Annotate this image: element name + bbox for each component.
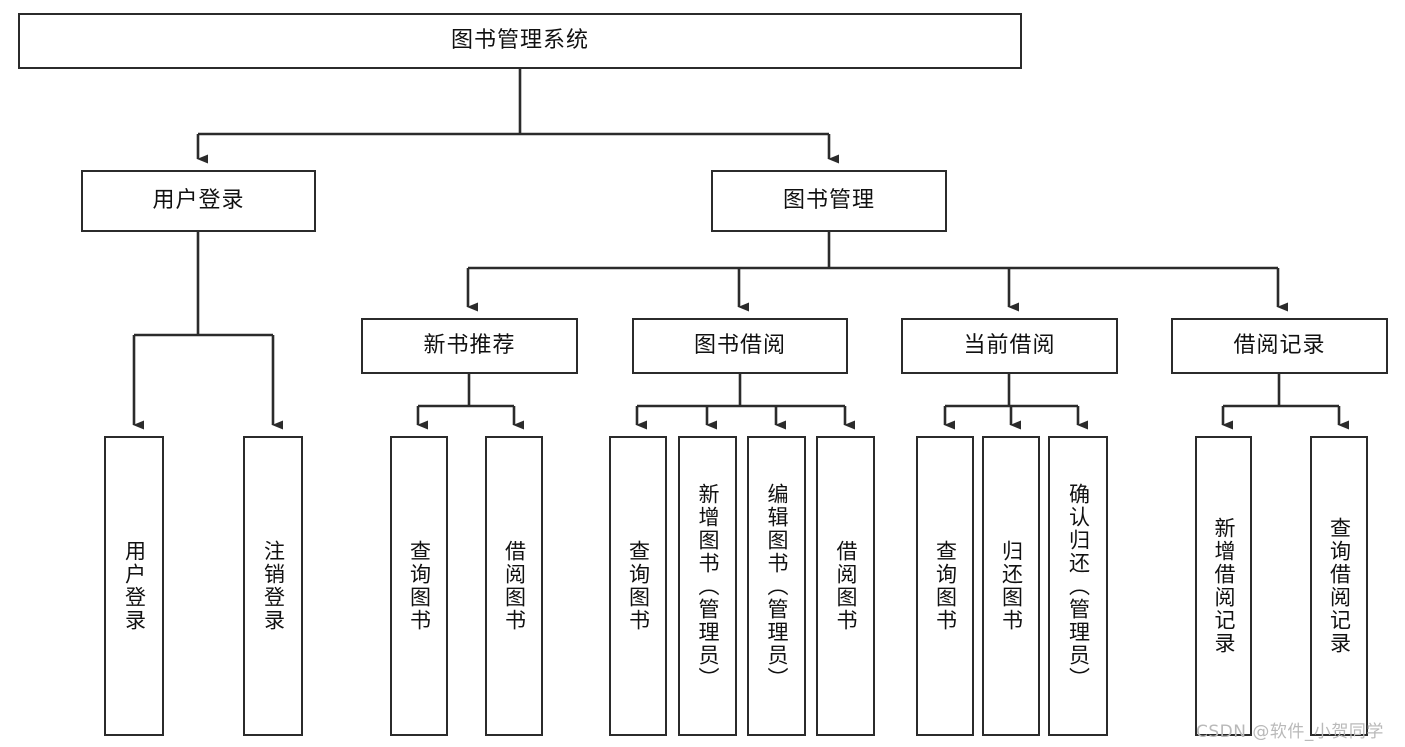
node-leaf-logout-label: 注销登录 [261, 540, 286, 632]
node-current-borrow[interactable]: 当前借阅 [901, 318, 1118, 374]
node-leaf-confirm-return[interactable]: 确认归还（管理员） [1048, 436, 1108, 736]
node-root-label: 图书管理系统 [450, 27, 589, 53]
node-leaf-query-book-1[interactable]: 查询图书 [390, 436, 448, 736]
node-leaf-query-record[interactable]: 查询借阅记录 [1310, 436, 1368, 736]
node-leaf-user-login-label: 用户登录 [122, 540, 147, 632]
node-borrow-record-label: 借阅记录 [1233, 332, 1326, 358]
node-leaf-query-book-2-label: 查询图书 [626, 540, 651, 632]
node-leaf-confirm-return-label: 确认归还（管理员） [1066, 482, 1091, 690]
node-leaf-query-record-label: 查询借阅记录 [1327, 517, 1352, 655]
node-leaf-return-book-label: 归还图书 [999, 540, 1024, 632]
csdn-watermark: CSDN @软件_小贺同学 [1196, 722, 1384, 742]
node-leaf-add-book[interactable]: 新增图书（管理员） [678, 436, 737, 736]
node-leaf-query-book-2[interactable]: 查询图书 [609, 436, 667, 736]
node-leaf-add-book-label: 新增图书（管理员） [695, 482, 720, 690]
node-leaf-return-book[interactable]: 归还图书 [982, 436, 1040, 736]
node-leaf-borrow-book-2[interactable]: 借阅图书 [816, 436, 875, 736]
node-book-manage-label: 图书管理 [782, 187, 875, 213]
node-current-borrow-label: 当前借阅 [963, 332, 1056, 358]
node-book-borrow-label: 图书借阅 [693, 332, 786, 358]
node-book-borrow[interactable]: 图书借阅 [632, 318, 848, 374]
node-leaf-query-book-3[interactable]: 查询图书 [916, 436, 974, 736]
node-leaf-edit-book-label: 编辑图书（管理员） [764, 482, 789, 690]
node-leaf-edit-book[interactable]: 编辑图书（管理员） [747, 436, 806, 736]
node-leaf-user-login[interactable]: 用户登录 [104, 436, 164, 736]
node-user-login-label: 用户登录 [152, 187, 245, 213]
node-leaf-borrow-book-1[interactable]: 借阅图书 [485, 436, 543, 736]
node-book-manage[interactable]: 图书管理 [711, 170, 947, 232]
node-root[interactable]: 图书管理系统 [18, 13, 1022, 69]
node-leaf-query-book-1-label: 查询图书 [407, 540, 432, 632]
node-new-book-rec-label: 新书推荐 [423, 332, 516, 358]
node-leaf-borrow-book-2-label: 借阅图书 [833, 540, 858, 632]
node-leaf-query-book-3-label: 查询图书 [933, 540, 958, 632]
node-leaf-borrow-book-1-label: 借阅图书 [502, 540, 527, 632]
node-leaf-logout[interactable]: 注销登录 [243, 436, 303, 736]
node-new-book-rec[interactable]: 新书推荐 [361, 318, 578, 374]
node-leaf-add-record[interactable]: 新增借阅记录 [1195, 436, 1252, 736]
node-leaf-add-record-label: 新增借阅记录 [1211, 517, 1236, 655]
node-borrow-record[interactable]: 借阅记录 [1171, 318, 1388, 374]
node-user-login[interactable]: 用户登录 [81, 170, 316, 232]
